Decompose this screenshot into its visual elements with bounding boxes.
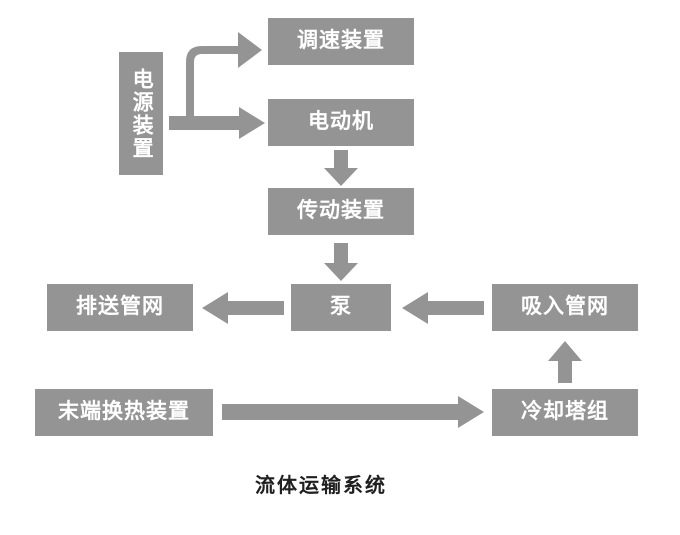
node-discharge: 排送管网 [47, 284, 193, 331]
node-pump: 泵 [291, 284, 391, 331]
node-power-label: 电源装置 [130, 67, 154, 160]
node-suction: 吸入管网 [492, 284, 638, 331]
node-suction-label: 吸入管网 [521, 295, 609, 319]
arrow-power-to-motor [169, 107, 265, 139]
node-motor: 电动机 [268, 99, 414, 146]
arrow-power-to-speed [178, 28, 264, 120]
node-motor-label: 电动机 [308, 110, 374, 134]
arrow-motor-to-transmission [324, 150, 358, 186]
node-pump-label: 泵 [330, 295, 352, 319]
node-cooling-label: 冷却塔组 [521, 400, 609, 424]
arrow-transmission-to-pump [324, 243, 358, 281]
node-transmission-label: 传动装置 [297, 199, 385, 223]
node-discharge-label: 排送管网 [76, 295, 164, 319]
node-speed-label: 调速装置 [297, 29, 385, 53]
node-cooling: 冷却塔组 [492, 389, 638, 436]
diagram-caption: 流体运输系统 [255, 473, 387, 497]
node-transmission: 传动装置 [268, 188, 414, 235]
node-terminal-label: 末端换热装置 [58, 400, 190, 424]
arrow-terminal-to-cooling [222, 396, 484, 428]
arrow-suction-to-pump [402, 292, 484, 324]
arrow-cooling-to-suction [548, 341, 582, 383]
node-speed: 调速装置 [268, 18, 414, 65]
node-terminal: 末端换热装置 [35, 389, 213, 436]
arrow-pump-to-discharge [202, 292, 284, 324]
node-power: 电源装置 [119, 52, 163, 175]
